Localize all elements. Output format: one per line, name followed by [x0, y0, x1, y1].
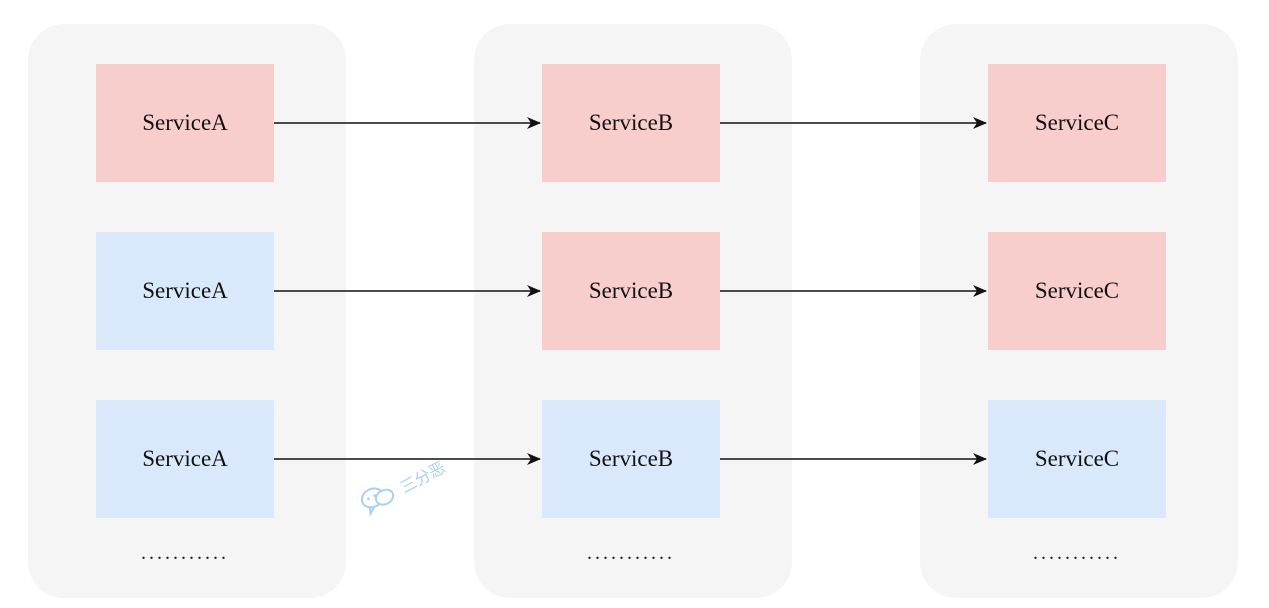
node-service-a-2: ServiceA	[96, 232, 274, 350]
node-service-b-2: ServiceB	[542, 232, 720, 350]
node-service-b-1: ServiceB	[542, 64, 720, 182]
node-service-c-2: ServiceC	[988, 232, 1166, 350]
node-service-a-1: ServiceA	[96, 64, 274, 182]
node-service-b-3: ServiceB	[542, 400, 720, 518]
wechat-icon	[354, 476, 403, 522]
ellipsis-service-c: ...........	[1033, 542, 1121, 564]
watermark-text: 三分恶	[397, 457, 449, 498]
ellipsis-service-a: ...........	[141, 542, 229, 564]
node-service-c-1: ServiceC	[988, 64, 1166, 182]
column-service-a: ServiceA ServiceA ServiceA ...........	[28, 24, 346, 598]
watermark: 三分恶	[354, 451, 450, 522]
column-service-b: ServiceB ServiceB ServiceB ...........	[474, 24, 792, 598]
column-service-c: ServiceC ServiceC ServiceC ...........	[920, 24, 1238, 598]
node-service-c-3: ServiceC	[988, 400, 1166, 518]
ellipsis-service-b: ...........	[587, 542, 675, 564]
node-service-a-3: ServiceA	[96, 400, 274, 518]
